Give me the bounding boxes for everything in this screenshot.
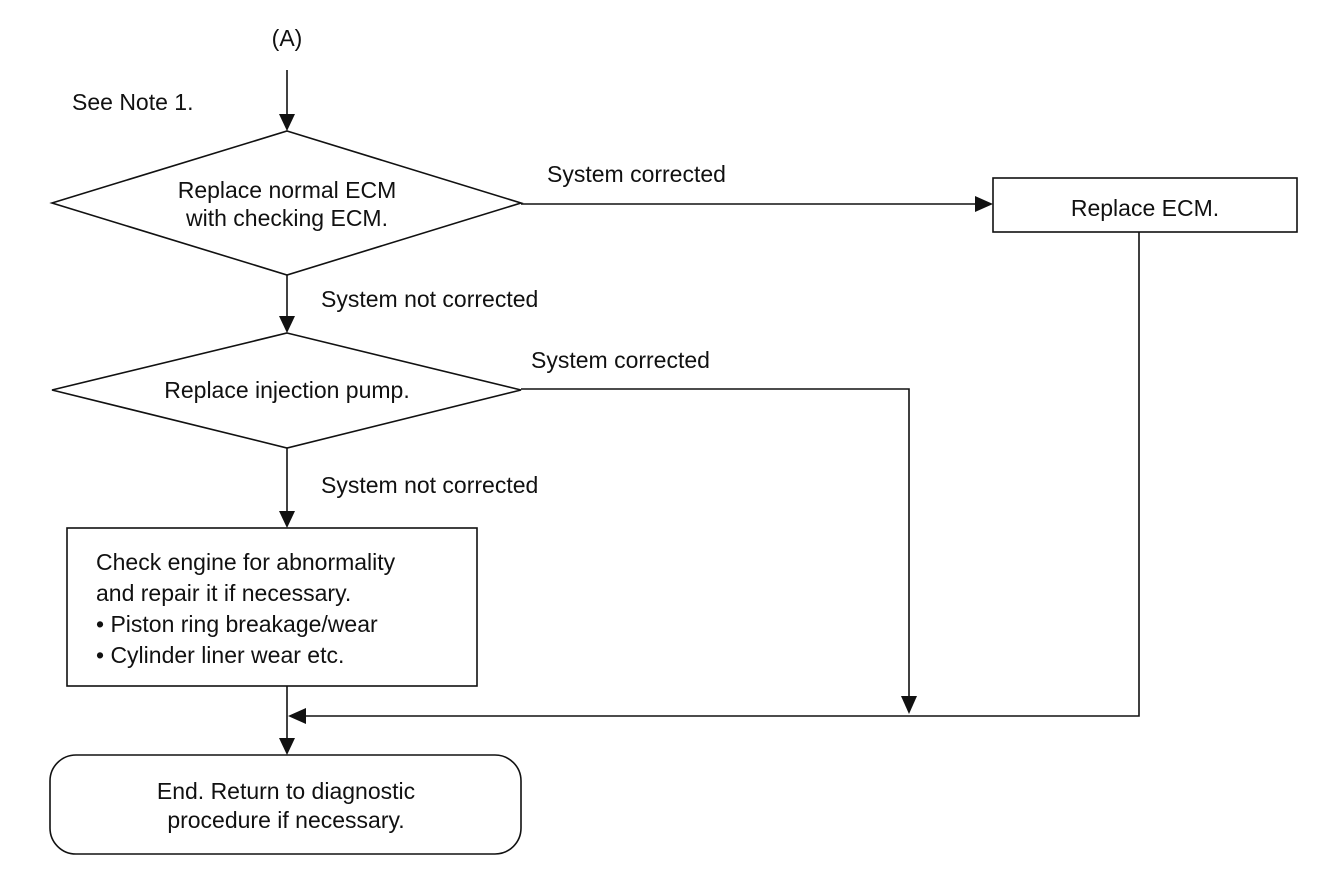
decision1-line-1: Replace normal ECM	[178, 177, 397, 203]
terminal-end: End. Return to diagnostic procedure if n…	[49, 754, 522, 855]
end-line-2: procedure if necessary.	[167, 807, 404, 833]
edge-label-d2-corrected: System corrected	[531, 347, 710, 373]
end-line-1: End. Return to diagnostic	[157, 778, 415, 804]
note-label: See Note 1.	[72, 89, 193, 115]
arrowhead-icon	[279, 316, 295, 333]
arrowhead-icon	[975, 196, 993, 212]
decision-replace-normal-ecm: Replace normal ECM with checking ECM.	[49, 130, 524, 276]
start-connector-label: (A)	[272, 25, 303, 51]
check-engine-line-4: • Cylinder liner wear etc.	[96, 642, 344, 668]
check-engine-line-2: and repair it if necessary.	[96, 580, 351, 606]
decision2-label: Replace injection pump.	[164, 377, 409, 403]
edge-replace-ecm-to-merge	[288, 232, 1140, 724]
edge-label-d1-corrected: System corrected	[547, 161, 726, 187]
process-check-engine: Check engine for abnormality and repair …	[66, 527, 478, 687]
arrowhead-icon	[279, 738, 295, 755]
check-engine-line-3: • Piston ring breakage/wear	[96, 611, 378, 637]
arrowhead-icon	[279, 511, 295, 528]
edge-label-d2-not-corrected: System not corrected	[321, 472, 538, 498]
edge-decision2-corrected	[521, 388, 917, 714]
process-replace-ecm: Replace ECM.	[992, 177, 1298, 233]
replace-ecm-label: Replace ECM.	[1071, 195, 1219, 221]
edge-check-engine-to-end	[279, 686, 295, 755]
arrowhead-icon	[288, 708, 306, 724]
decision1-line-2: with checking ECM.	[185, 205, 388, 231]
edge-decision1-to-replace-ecm	[521, 196, 993, 212]
edge-decision1-to-decision2	[279, 275, 295, 333]
edge-start-to-decision1	[279, 70, 295, 131]
arrowhead-icon	[279, 114, 295, 131]
arrowhead-icon	[901, 696, 917, 714]
decision-replace-injection-pump: Replace injection pump.	[51, 332, 522, 449]
edge-decision2-to-check-engine	[279, 448, 295, 528]
check-engine-line-1: Check engine for abnormality	[96, 549, 396, 575]
edge-label-d1-not-corrected: System not corrected	[321, 286, 538, 312]
